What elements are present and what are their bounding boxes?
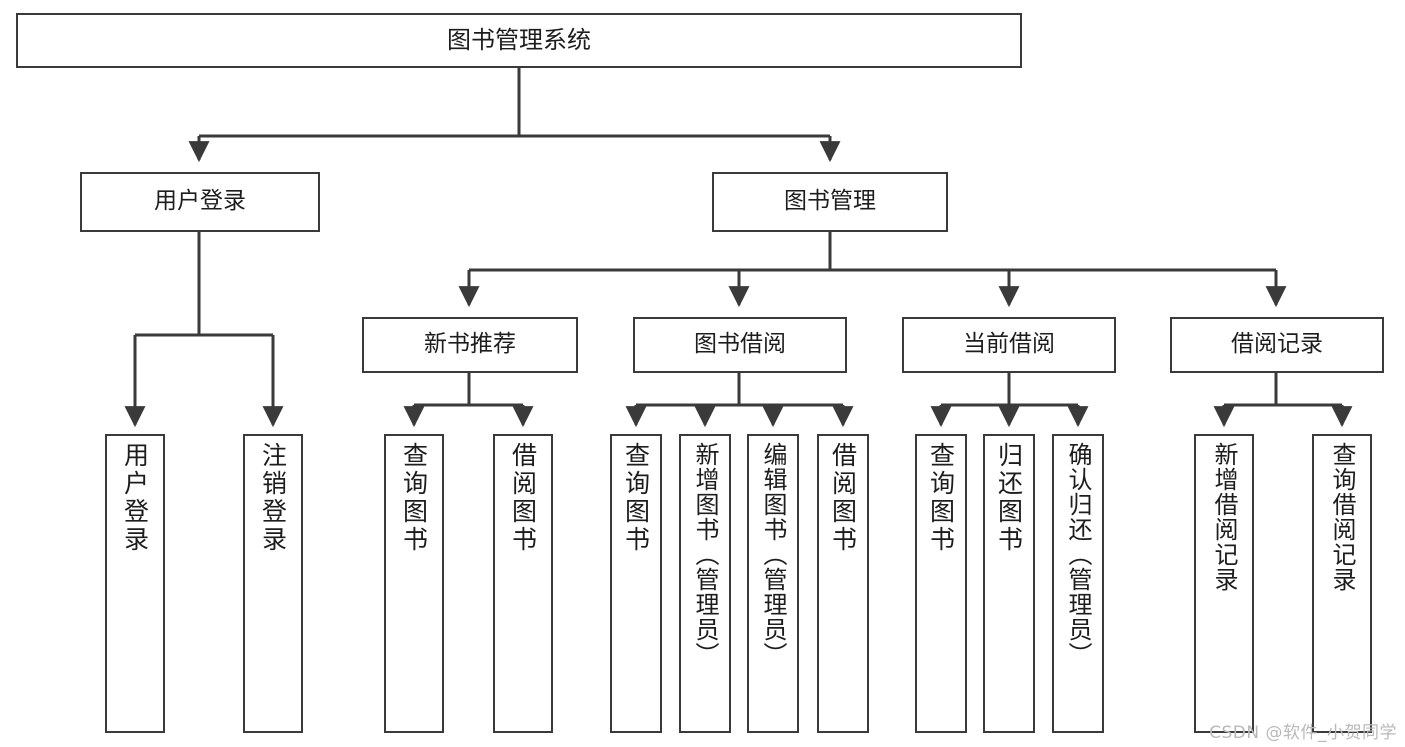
leaf-record-add-borrow-record[interactable]: 新增借阅记录: [1194, 434, 1254, 733]
node-label: 注销登录: [258, 442, 288, 554]
leaf-borrow-edit-book-admin[interactable]: 编辑图书（管理员）: [747, 434, 799, 733]
leaf-borrow-borrow-book[interactable]: 借阅图书: [817, 434, 869, 733]
node-label: 新书推荐: [424, 331, 516, 358]
leaf-user-logout[interactable]: 注销登录: [243, 434, 303, 733]
node-label: 用户登录: [120, 442, 150, 554]
node-label: 图书管理: [784, 188, 876, 215]
node-label: 图书借阅: [694, 331, 786, 358]
node-label: 新增图书（管理员）: [691, 442, 719, 667]
node-label: 查询图书: [399, 442, 429, 554]
node-label: 查询图书: [926, 442, 956, 554]
node-label: 确认归还（管理员）: [1064, 442, 1092, 667]
leaf-current-query-book[interactable]: 查询图书: [915, 434, 967, 733]
watermark-text: CSDN @软件_小贺同学: [1209, 723, 1397, 743]
node-label: 新增借阅记录: [1210, 442, 1238, 592]
node-label: 图书管理系统: [447, 26, 591, 55]
leaf-user-login[interactable]: 用户登录: [105, 434, 165, 733]
leaf-recommend-borrow-book[interactable]: 借阅图书: [493, 434, 553, 733]
leaf-recommend-query-book[interactable]: 查询图书: [384, 434, 444, 733]
node-current-borrow[interactable]: 当前借阅: [902, 317, 1116, 373]
node-label: 借阅图书: [828, 442, 858, 554]
node-label: 借阅图书: [508, 442, 538, 554]
node-label: 归还图书: [994, 442, 1024, 554]
node-label: 编辑图书（管理员）: [759, 442, 787, 667]
node-root-system[interactable]: 图书管理系统: [16, 13, 1022, 68]
node-book-management[interactable]: 图书管理: [712, 172, 948, 232]
node-label: 借阅记录: [1231, 331, 1323, 358]
node-new-book-recommend[interactable]: 新书推荐: [362, 317, 578, 373]
node-label: 查询图书: [621, 442, 651, 554]
leaf-record-query-borrow-record[interactable]: 查询借阅记录: [1312, 434, 1372, 733]
node-borrow-record[interactable]: 借阅记录: [1170, 317, 1384, 373]
leaf-borrow-query-book[interactable]: 查询图书: [610, 434, 662, 733]
leaf-current-confirm-return-admin[interactable]: 确认归还（管理员）: [1052, 434, 1104, 733]
node-user-login[interactable]: 用户登录: [80, 172, 320, 232]
node-label: 查询借阅记录: [1328, 442, 1356, 592]
node-book-borrow[interactable]: 图书借阅: [633, 317, 847, 373]
node-label: 当前借阅: [963, 331, 1055, 358]
leaf-borrow-add-book-admin[interactable]: 新增图书（管理员）: [679, 434, 731, 733]
node-label: 用户登录: [154, 188, 246, 215]
leaf-current-return-book[interactable]: 归还图书: [983, 434, 1035, 733]
